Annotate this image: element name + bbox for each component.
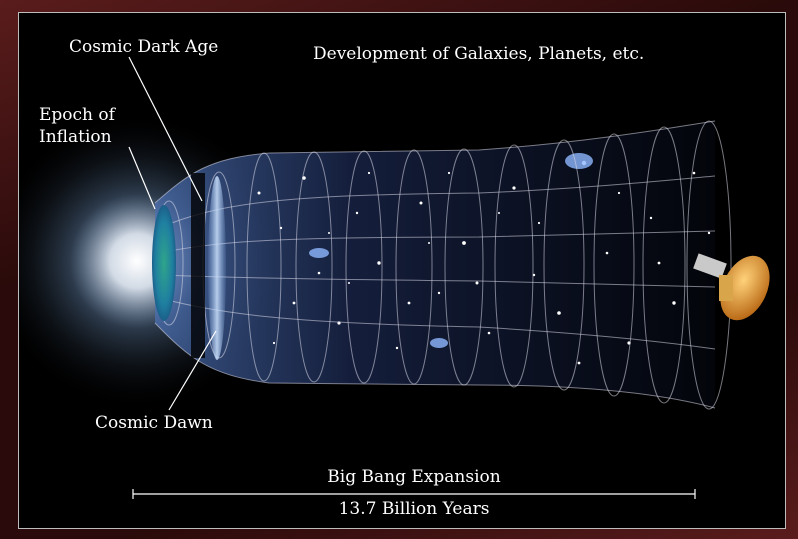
label-cosmic-dark-age: Cosmic Dark Age [69,37,219,57]
label-big-bang-expansion: Big Bang Expansion [327,467,501,487]
label-epoch-of-inflation-line1: Epoch of [39,105,115,125]
label-development-of-galaxies: Development of Galaxies, Planets, etc. [313,44,645,64]
timeline-scale-bar [132,489,696,499]
microwave-background-disc [152,205,176,321]
galaxy-speckles [257,160,711,365]
label-pointers [128,56,217,411]
dark-age-band [191,173,205,358]
expanding-universe-funnel [155,121,715,408]
cosmic-timeline-illustration [19,56,770,499]
space-probe-icon [693,253,770,321]
label-cosmic-dawn: Cosmic Dawn [95,413,213,433]
diagram-panel: Cosmic Dark Age Development of Galaxies,… [18,12,786,529]
label-epoch-of-inflation-line2: Inflation [39,127,112,147]
label-timespan: 13.7 Billion Years [338,499,490,519]
cosmic-dawn-glow [208,176,226,360]
